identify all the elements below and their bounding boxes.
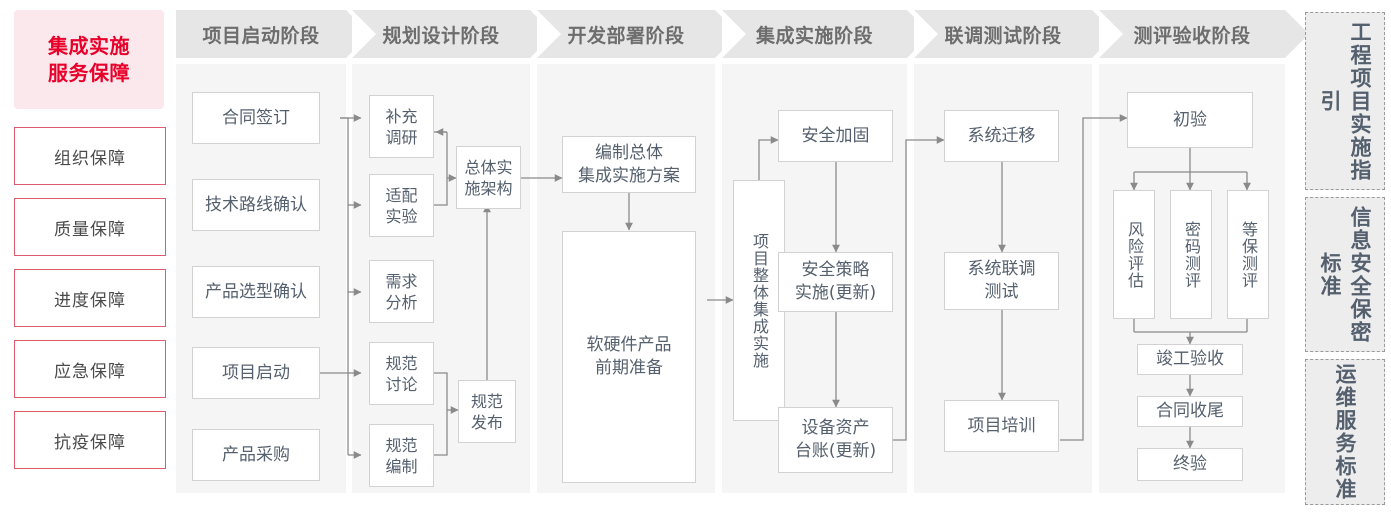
node-label: 终验 — [1173, 454, 1207, 474]
node-overall-plan-drafting[interactable]: 编制总体集成实施方案 — [562, 136, 696, 193]
node-label: 系统联调测试 — [967, 259, 1036, 302]
node-label: 系统迁移 — [967, 125, 1036, 146]
standard-engineering-guide[interactable]: 工程项目实施指引 — [1305, 12, 1385, 190]
node-requirements-analysis[interactable]: 需求分析 — [369, 260, 434, 323]
node-overall-architecture[interactable]: 总体实施架构 — [456, 146, 521, 209]
node-overall-integration[interactable]: 项目整体集成实施 — [733, 180, 785, 421]
chevron-notch-icon — [537, 10, 561, 58]
stage-header-acceptance[interactable]: 测评验收阶段 — [1099, 10, 1309, 58]
node-supplementary-research[interactable]: 补充调研 — [369, 95, 434, 158]
guarantee-item-4[interactable]: 抗疫保障 — [14, 411, 166, 469]
guarantee-item-1[interactable]: 质量保障 — [14, 198, 166, 256]
standard-label: 工程项目实施指引 — [1318, 20, 1372, 182]
node-label: 适配实验 — [385, 185, 418, 226]
brand-title-line1: 集成实施 — [48, 33, 130, 58]
node-contract-signing[interactable]: 合同签订 — [192, 92, 320, 144]
standard-infosec[interactable]: 信息安全保密标准 — [1305, 197, 1385, 352]
stage-title: 项目启动阶段 — [202, 24, 320, 47]
chevron-notch-icon — [722, 10, 746, 58]
node-label: 补充调研 — [385, 106, 418, 147]
standard-ops-service[interactable]: 运维服务标准 — [1305, 359, 1385, 505]
node-security-policy[interactable]: 安全策略实施(更新) — [778, 252, 893, 312]
stage-title: 集成实施阶段 — [755, 24, 873, 47]
node-label: 密码测评 — [1182, 220, 1201, 289]
node-adaptation-test[interactable]: 适配实验 — [369, 174, 434, 237]
node-project-training[interactable]: 项目培训 — [944, 400, 1059, 452]
node-contract-closure[interactable]: 合同收尾 — [1137, 396, 1243, 427]
node-label: 设备资产台账(更新) — [794, 418, 877, 461]
node-label: 编制总体集成实施方案 — [578, 142, 680, 186]
guarantee-rail: 集成实施 服务保障 组织保障 质量保障 进度保障 应急保障 抗疫保障 — [14, 10, 166, 505]
node-asset-ledger[interactable]: 设备资产台账(更新) — [778, 407, 893, 473]
brand-title-box: 集成实施 服务保障 — [14, 10, 164, 109]
guarantee-item-2[interactable]: 进度保障 — [14, 269, 166, 327]
node-label: 等保测评 — [1239, 220, 1258, 289]
node-label: 技术路线确认 — [205, 194, 307, 215]
node-label: 规范发布 — [470, 391, 503, 432]
node-preliminary-acceptance[interactable]: 初验 — [1127, 92, 1253, 148]
node-label: 项目培训 — [967, 415, 1036, 436]
chevron-notch-icon — [1099, 10, 1123, 58]
node-label: 安全加固 — [801, 125, 870, 146]
stage-header-kickoff[interactable]: 项目启动阶段 — [176, 10, 370, 58]
stage-header-planning[interactable]: 规划设计阶段 — [352, 10, 554, 58]
node-product-purchase[interactable]: 产品采购 — [192, 429, 320, 481]
node-spec-discussion[interactable]: 规范讨论 — [369, 342, 434, 405]
node-spec-drafting[interactable]: 规范编制 — [369, 424, 434, 487]
node-label: 项目整体集成实施 — [750, 232, 769, 369]
node-product-selection[interactable]: 产品选型确认 — [192, 266, 320, 318]
node-label: 软硬件产品前期准备 — [586, 335, 672, 378]
stage-title: 开发部署阶段 — [567, 24, 685, 47]
node-label: 初验 — [1173, 109, 1207, 130]
standard-label: 运维服务标准 — [1333, 363, 1357, 501]
brand-title-line2: 服务保障 — [48, 60, 130, 85]
node-label: 风险评估 — [1125, 220, 1144, 289]
guarantee-label: 进度保障 — [54, 290, 126, 311]
node-project-kickoff[interactable]: 项目启动 — [192, 347, 320, 399]
stage-header-integrate[interactable]: 集成实施阶段 — [722, 10, 931, 58]
node-final-acceptance[interactable]: 终验 — [1137, 448, 1243, 481]
node-risk-assessment[interactable]: 风险评估 — [1113, 190, 1155, 319]
guarantee-label: 质量保障 — [54, 219, 126, 240]
node-label: 产品采购 — [222, 444, 290, 465]
node-label: 安全策略实施(更新) — [794, 260, 877, 303]
node-spec-release[interactable]: 规范发布 — [458, 380, 516, 443]
guarantee-label: 组织保障 — [54, 148, 126, 169]
node-label: 合同收尾 — [1156, 401, 1224, 421]
node-mlps-evaluation[interactable]: 等保测评 — [1227, 190, 1269, 319]
guarantee-label: 应急保障 — [54, 361, 126, 382]
node-system-migration[interactable]: 系统迁移 — [944, 110, 1059, 162]
node-label: 项目启动 — [222, 362, 290, 383]
node-hw-sw-preparation[interactable]: 软硬件产品前期准备 — [562, 231, 696, 483]
node-security-hardening[interactable]: 安全加固 — [778, 110, 893, 162]
node-label: 需求分析 — [385, 271, 418, 312]
stage-title: 规划设计阶段 — [382, 24, 500, 47]
chevron-notch-icon — [914, 10, 938, 58]
brand-title: 集成实施 服务保障 — [48, 33, 130, 87]
node-label: 竣工验收 — [1156, 349, 1224, 369]
node-label: 产品选型确认 — [205, 281, 307, 302]
node-joint-debug-test[interactable]: 系统联调测试 — [944, 252, 1059, 310]
guarantee-item-0[interactable]: 组织保障 — [14, 127, 166, 185]
stage-title: 联调测试阶段 — [944, 24, 1062, 47]
node-label: 规范编制 — [385, 435, 418, 476]
guarantee-label: 抗疫保障 — [54, 432, 126, 453]
stage-header-jointtest[interactable]: 联调测试阶段 — [914, 10, 1116, 58]
stage-title: 测评验收阶段 — [1133, 24, 1251, 47]
node-tech-route[interactable]: 技术路线确认 — [192, 179, 320, 231]
chevron-notch-icon — [352, 10, 376, 58]
node-crypto-evaluation[interactable]: 密码测评 — [1170, 190, 1212, 319]
node-label: 规范讨论 — [385, 353, 418, 394]
standard-label: 信息安全保密标准 — [1318, 205, 1372, 344]
node-label: 合同签订 — [222, 107, 290, 128]
stage-header-deploy[interactable]: 开发部署阶段 — [537, 10, 739, 58]
guarantee-item-3[interactable]: 应急保障 — [14, 340, 166, 398]
node-label: 总体实施架构 — [464, 157, 513, 198]
node-completion-acceptance[interactable]: 竣工验收 — [1137, 344, 1243, 375]
